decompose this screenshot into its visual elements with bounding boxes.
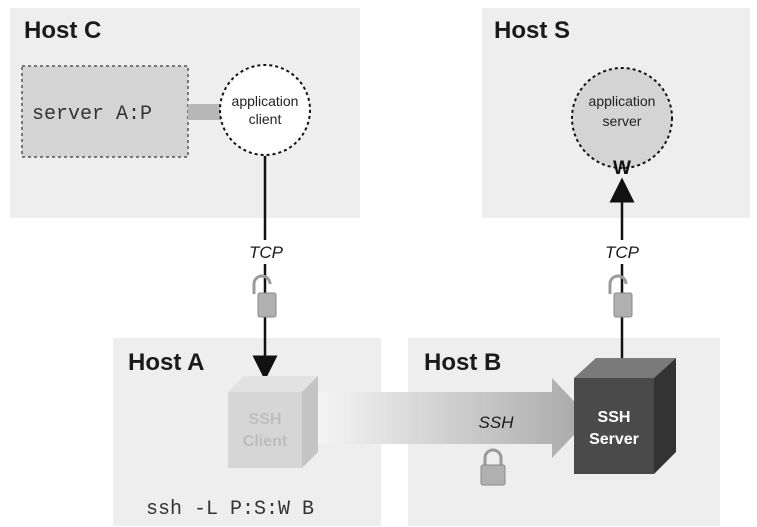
host-a-label: Host A <box>128 349 204 376</box>
application-server-line1: application <box>589 93 656 109</box>
application-client-node <box>219 64 311 156</box>
server-box <box>21 65 189 158</box>
ssh-client-line2: Client <box>243 433 288 450</box>
unlocked-padlock-icon <box>252 274 277 318</box>
ssh-server-box <box>574 358 676 474</box>
server-box-label: server A:P <box>32 103 152 126</box>
ssh-tunnel-label: SSH <box>479 413 515 432</box>
application-server-node <box>571 67 673 169</box>
application-client-line1: application <box>232 93 299 109</box>
ssh-command: ssh -L P:S:W B <box>146 498 314 521</box>
ssh-server-line2: Server <box>589 431 639 448</box>
server-client-connector <box>188 104 222 120</box>
tcp-left-label: TCP <box>249 243 284 262</box>
locked-padlock-icon <box>480 448 506 486</box>
port-w-label: W <box>613 158 631 179</box>
application-server-line2: server <box>603 113 642 129</box>
host-s-label: Host S <box>494 17 570 44</box>
ssh-client-box <box>228 376 318 468</box>
host-c-label: Host C <box>24 17 101 44</box>
tcp-right-label-bg <box>604 240 640 264</box>
ssh-server-line1: SSH <box>598 409 631 426</box>
unlocked-padlock-icon <box>608 274 633 318</box>
tcp-left-label-bg <box>248 240 284 264</box>
tcp-right-label: TCP <box>605 243 640 262</box>
host-b-label: Host B <box>424 349 501 376</box>
ssh-tunnel-arrow <box>318 378 590 458</box>
application-client-line2: client <box>249 111 282 127</box>
ssh-client-line1: SSH <box>249 411 282 428</box>
